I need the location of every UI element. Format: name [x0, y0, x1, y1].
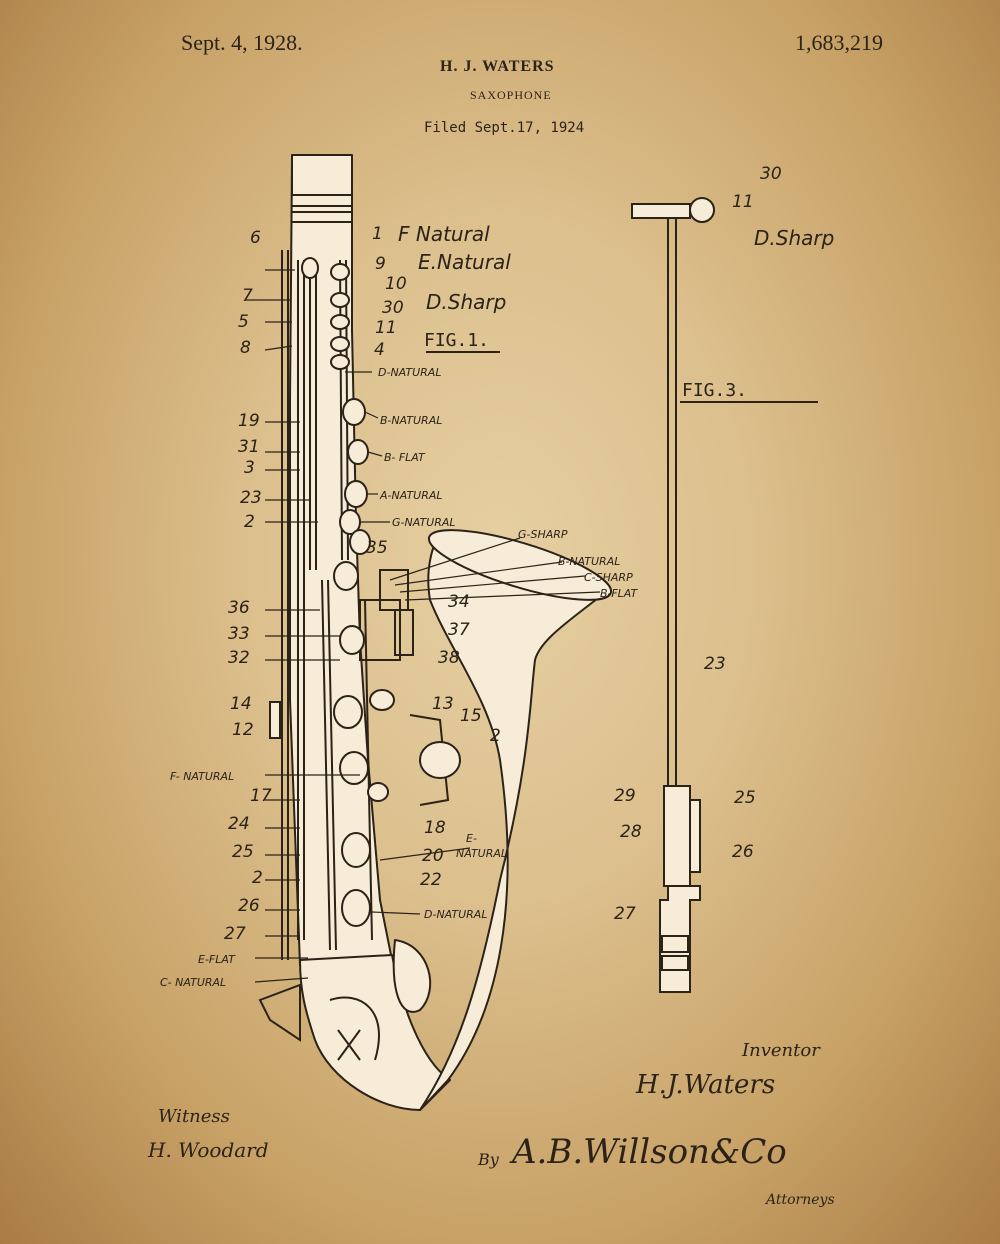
fig3-top-bracket [631, 203, 691, 219]
ref-num: 35 [366, 538, 388, 558]
ref-num: 7 [242, 286, 253, 306]
ref-num: 36 [228, 598, 250, 618]
ref-num: 32 [228, 648, 250, 668]
fig3-ref-num: 11 [732, 192, 754, 212]
fig3-d-sharp: D.Sharp [754, 226, 835, 250]
ref-num: 12 [232, 720, 254, 740]
ref-num: 13 [432, 694, 454, 714]
bow-cup [392, 939, 432, 1013]
note-b-flat: B- FLAT [384, 451, 425, 464]
fig3-ref-num: 27 [614, 904, 636, 924]
ref-num: 11 [375, 318, 397, 338]
bell-rim [427, 529, 613, 601]
fig3-ref-num: 26 [732, 842, 754, 862]
ref-num: 31 [238, 437, 260, 457]
note-f-natural-top: F Natural [398, 222, 490, 246]
neck-top [291, 154, 353, 196]
attorneys-label: Attorneys [766, 1192, 835, 1208]
ref-num: 23 [240, 488, 262, 508]
note-e-flat: E-FLAT [198, 953, 235, 966]
ref-num: 24 [228, 814, 250, 834]
note-d-natural: D-NATURAL [378, 366, 442, 379]
patent-number: 1,683,219 [795, 30, 883, 55]
note-b-natural: B-NATURAL [380, 414, 443, 427]
witness-signature: H. Woodard [148, 1138, 269, 1162]
inventor-label: Inventor [742, 1040, 820, 1061]
ref-num: 37 [448, 620, 470, 640]
attorney-signature: A.B.Willson&Co [512, 1132, 787, 1172]
ref-num: 20 [422, 846, 444, 866]
ref-num: 27 [224, 924, 246, 944]
inventor-name: H. J. WATERS [440, 58, 555, 75]
fig3-top-roller [689, 197, 715, 223]
inventor-signature: H.J.Waters [636, 1070, 776, 1100]
ref-num: 8 [240, 338, 251, 358]
ref-num: 2 [252, 868, 263, 888]
ref-num: 15 [460, 706, 482, 726]
fig3-ref-num: 29 [614, 786, 636, 806]
note-b-flat-bell: B-FLAT [600, 587, 638, 600]
ref-num: 38 [438, 648, 460, 668]
patent-date: Sept. 4, 1928. [181, 30, 303, 55]
ref-num: 2 [490, 726, 501, 746]
ref-num: 19 [238, 411, 260, 431]
saxophone-bow [299, 954, 451, 1111]
ref-num: 14 [230, 694, 252, 714]
filed-date: Filed Sept.17, 1924 [424, 120, 585, 136]
fig1-label: FIG.1. [424, 330, 490, 351]
note-c-sharp: C-SHARP [584, 571, 633, 584]
ref-num: 10 [385, 274, 407, 294]
note-c-natural: C- NATURAL [160, 976, 227, 989]
ref-num: 5 [238, 312, 249, 332]
fig3-label: FIG.3. [682, 380, 748, 401]
fig3-ref-num: 28 [620, 822, 642, 842]
ref-num: 25 [232, 842, 254, 862]
ref-num: 3 [244, 458, 255, 478]
note-e-natural-top: E.Natural [418, 250, 511, 274]
note-f-natural: F- NATURAL [170, 770, 235, 783]
note-a-natural: A-NATURAL [380, 489, 443, 502]
by-label: By [478, 1150, 499, 1169]
ref-num: 34 [448, 592, 470, 612]
witness-label: Witness [158, 1106, 230, 1127]
note-g-sharp: G-SHARP [518, 528, 568, 541]
note-e-natural-low: E- [466, 832, 477, 845]
fig3-ref-num: 25 [734, 788, 756, 808]
patent-title: SAXOPHONE [470, 88, 552, 102]
ref-num: 33 [228, 624, 250, 644]
ref-num: 2 [244, 512, 255, 532]
ref-num: 30 [382, 298, 404, 318]
ref-num: 9 [375, 254, 386, 274]
note-d-natural-low: D-NATURAL [424, 908, 488, 921]
ref-num: 26 [238, 896, 260, 916]
ref-num: 17 [250, 786, 272, 806]
ref-num: 1 [372, 224, 383, 244]
ref-num: 6 [250, 228, 261, 248]
ref-num: 22 [420, 870, 442, 890]
fig3-ref-num: 30 [760, 164, 782, 184]
note-b-natural-bell: B-NATURAL [558, 555, 621, 568]
note-d-sharp-top: D.Sharp [426, 290, 507, 314]
ref-num: 18 [424, 818, 446, 838]
fig3-clamp [663, 785, 691, 887]
note-e-natural-low-2: NATURAL [456, 847, 508, 860]
fig3-ref-num: 23 [704, 654, 726, 674]
note-g-natural: G-NATURAL [392, 516, 456, 529]
ref-num: 4 [374, 340, 385, 360]
